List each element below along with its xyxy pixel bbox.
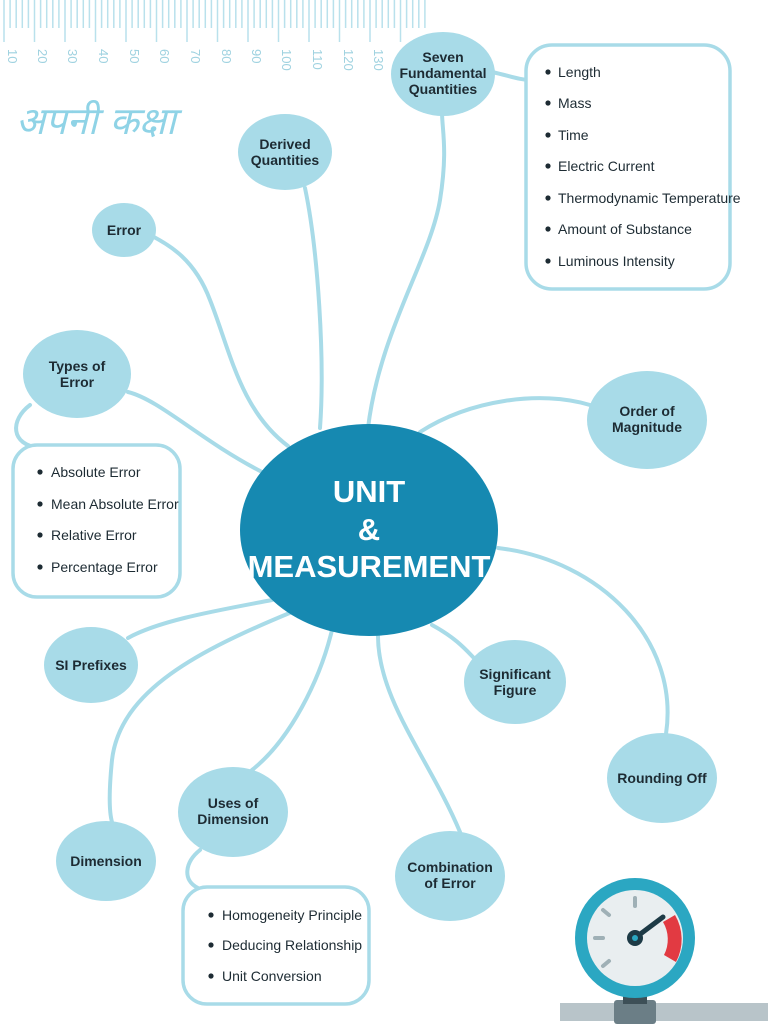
node-uses-of-dimension[interactable]: Uses of Dimension (178, 767, 288, 857)
node-label: Derived (259, 136, 310, 152)
node-rounding-off[interactable]: Rounding Off (607, 733, 717, 823)
node-label: Figure (494, 682, 537, 698)
node-label: Error (60, 374, 95, 390)
error-types-box (11, 443, 182, 599)
ruler-label-50: 50 (127, 49, 142, 63)
node-label: of Error (424, 875, 476, 891)
ruler-label-70: 70 (188, 49, 203, 63)
pressure-gauge-icon (560, 878, 768, 1024)
node-label: Quantities (251, 152, 320, 168)
node-label: Dimension (197, 811, 269, 827)
node-seven-fundamental-quantities[interactable]: Seven Fundamental Quantities (391, 32, 495, 116)
dimension-uses-list: Homogeneity Principle Deducing Relations… (208, 907, 362, 984)
list-item: Amount of Substance (558, 221, 692, 237)
list-item: Relative Error (51, 527, 137, 543)
node-label: Seven (422, 49, 463, 65)
error-types-list: Absolute Error Mean Absolute Error Relat… (37, 464, 179, 575)
ruler-label-110: 110 (310, 49, 325, 70)
brand-logo: अपनी कक्षा (16, 99, 183, 143)
list-item: Length (558, 64, 601, 80)
list-item: Electric Current (558, 158, 655, 174)
node-error[interactable]: Error (92, 203, 156, 257)
central-title-line3: MEASUREMENT (248, 549, 491, 584)
central-title-line2: & (358, 512, 380, 547)
node-label: Rounding Off (617, 770, 707, 786)
central-topic[interactable]: UNIT & MEASUREMENT (240, 424, 498, 636)
node-significant-figure[interactable]: Significant Figure (464, 640, 566, 724)
ruler-icon: 10 20 30 40 50 60 70 80 90 100 110 120 1… (0, 0, 432, 78)
node-label: Significant (479, 666, 551, 682)
ruler-label-40: 40 (96, 49, 111, 63)
node-combination-of-error[interactable]: Combination of Error (395, 831, 505, 921)
ruler-label-100: 100 (279, 49, 294, 71)
dimension-uses-box (181, 885, 371, 1006)
list-item: Luminous Intensity (558, 253, 675, 269)
ruler-label-90: 90 (249, 49, 264, 63)
list-item: Mass (558, 95, 591, 111)
node-types-of-error[interactable]: Types of Error (23, 330, 131, 418)
ruler-label-10: 10 (5, 49, 20, 63)
list-item: Mean Absolute Error (51, 496, 179, 512)
node-si-prefixes[interactable]: SI Prefixes (44, 627, 138, 703)
list-item: Time (558, 127, 589, 143)
node-label: Combination (407, 859, 493, 875)
node-derived-quantities[interactable]: Derived Quantities (238, 114, 332, 190)
ruler-label-80: 80 (219, 49, 234, 63)
node-label: Quantities (409, 81, 478, 97)
list-item: Homogeneity Principle (222, 907, 362, 923)
node-label: Dimension (70, 853, 142, 869)
ruler-label-130: 130 (371, 49, 386, 71)
connector-lines (14, 70, 670, 890)
ruler-label-30: 30 (65, 49, 80, 63)
list-item: Absolute Error (51, 464, 141, 480)
list-item: Thermodynamic Temperature (558, 190, 741, 206)
list-item: Unit Conversion (222, 968, 322, 984)
central-title-line1: UNIT (333, 474, 405, 509)
node-label: Uses of (208, 795, 259, 811)
node-order-of-magnitude[interactable]: Order of Magnitude (587, 371, 707, 469)
fundamental-quantities-list: Length Mass Time Electric Current Thermo… (545, 64, 741, 269)
node-label: Fundamental (399, 65, 486, 81)
ruler-label-60: 60 (157, 49, 172, 63)
node-label: Error (107, 222, 142, 238)
list-item: Percentage Error (51, 559, 158, 575)
node-label: SI Prefixes (55, 657, 127, 673)
fundamental-quantities-box (524, 43, 732, 291)
node-label: Order of (619, 403, 675, 419)
node-label: Types of (49, 358, 106, 374)
node-dimension[interactable]: Dimension (56, 821, 156, 901)
list-item: Deducing Relationship (222, 937, 362, 953)
ruler-label-20: 20 (35, 49, 50, 63)
node-label: Magnitude (612, 419, 682, 435)
ruler-label-120: 120 (341, 49, 356, 71)
